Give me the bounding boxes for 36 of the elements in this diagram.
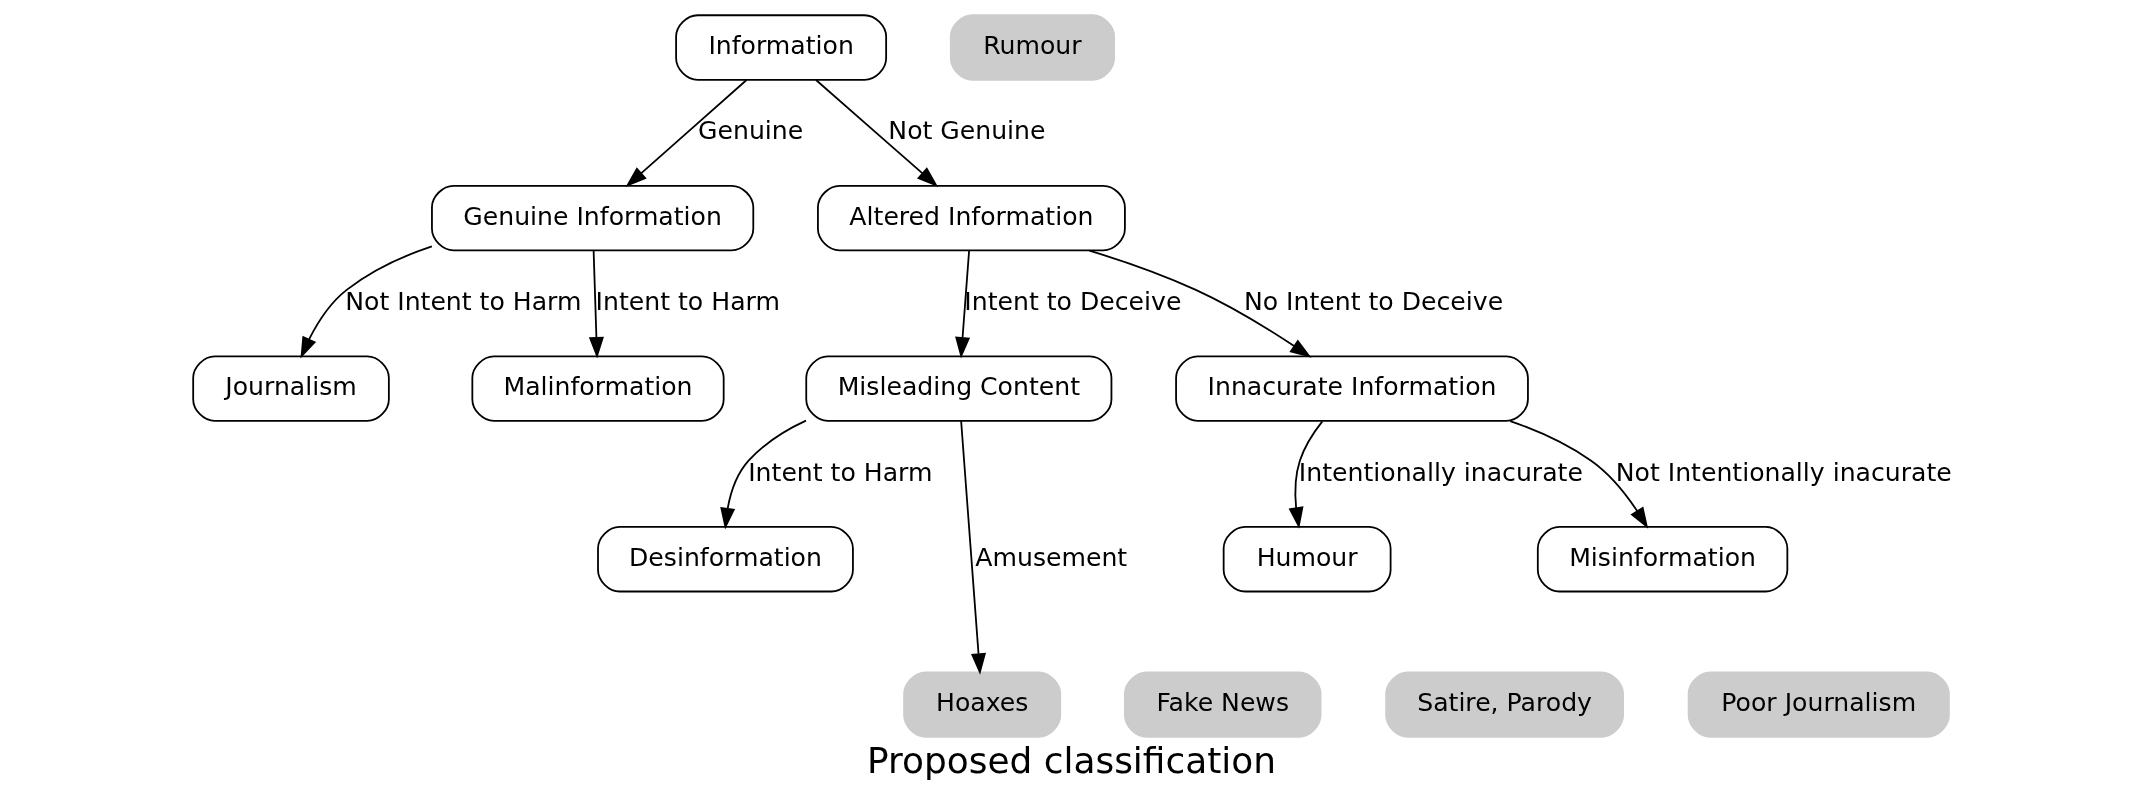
edge-label: Not Intentionally inacurate bbox=[1615, 457, 1952, 487]
arrow bbox=[1509, 420, 1649, 529]
edge-label: Amusement bbox=[975, 542, 1128, 572]
node-box: Misinformation bbox=[1536, 525, 1789, 593]
arrow bbox=[625, 79, 748, 188]
node-box: Fake News bbox=[1124, 671, 1322, 738]
edge-label: Intent to Deceive bbox=[964, 287, 1182, 317]
node-box: Information bbox=[675, 14, 888, 81]
arrow bbox=[955, 249, 971, 359]
arrow bbox=[1288, 420, 1324, 529]
node-box: Journalism bbox=[192, 355, 390, 422]
arrow bbox=[815, 79, 939, 188]
node-box: Altered Information bbox=[817, 184, 1126, 252]
edge-label: Not Intent to Harm bbox=[345, 287, 582, 317]
node-box: Genuine Information bbox=[431, 184, 755, 252]
node-box: Desinformation bbox=[597, 525, 854, 593]
node-box: Misleading Content bbox=[805, 355, 1113, 422]
node-box: Malinformation bbox=[471, 355, 725, 422]
node-box: Satire, Parody bbox=[1385, 671, 1624, 738]
node-box: Innacurate Information bbox=[1175, 355, 1529, 422]
edge-label: Intent to Harm bbox=[595, 287, 780, 317]
node-box: Rumour bbox=[949, 14, 1116, 81]
node-box: Poor Journalism bbox=[1687, 671, 1950, 738]
caption: Proposed classification bbox=[867, 739, 1276, 781]
node-box: Hoaxes bbox=[903, 671, 1062, 738]
edge-label: Intentionally inacurate bbox=[1298, 457, 1583, 487]
edge-label: Not Genuine bbox=[888, 116, 1046, 146]
edge-label: No Intent to Deceive bbox=[1243, 287, 1504, 317]
arrow bbox=[300, 245, 433, 359]
arrow bbox=[960, 420, 987, 675]
node-box: Humour bbox=[1222, 525, 1392, 593]
edge-label: Genuine bbox=[698, 116, 804, 146]
arrow bbox=[720, 419, 807, 530]
arrow bbox=[1088, 249, 1312, 358]
edge-label: Intent to Harm bbox=[748, 457, 933, 487]
arrow bbox=[588, 249, 604, 359]
